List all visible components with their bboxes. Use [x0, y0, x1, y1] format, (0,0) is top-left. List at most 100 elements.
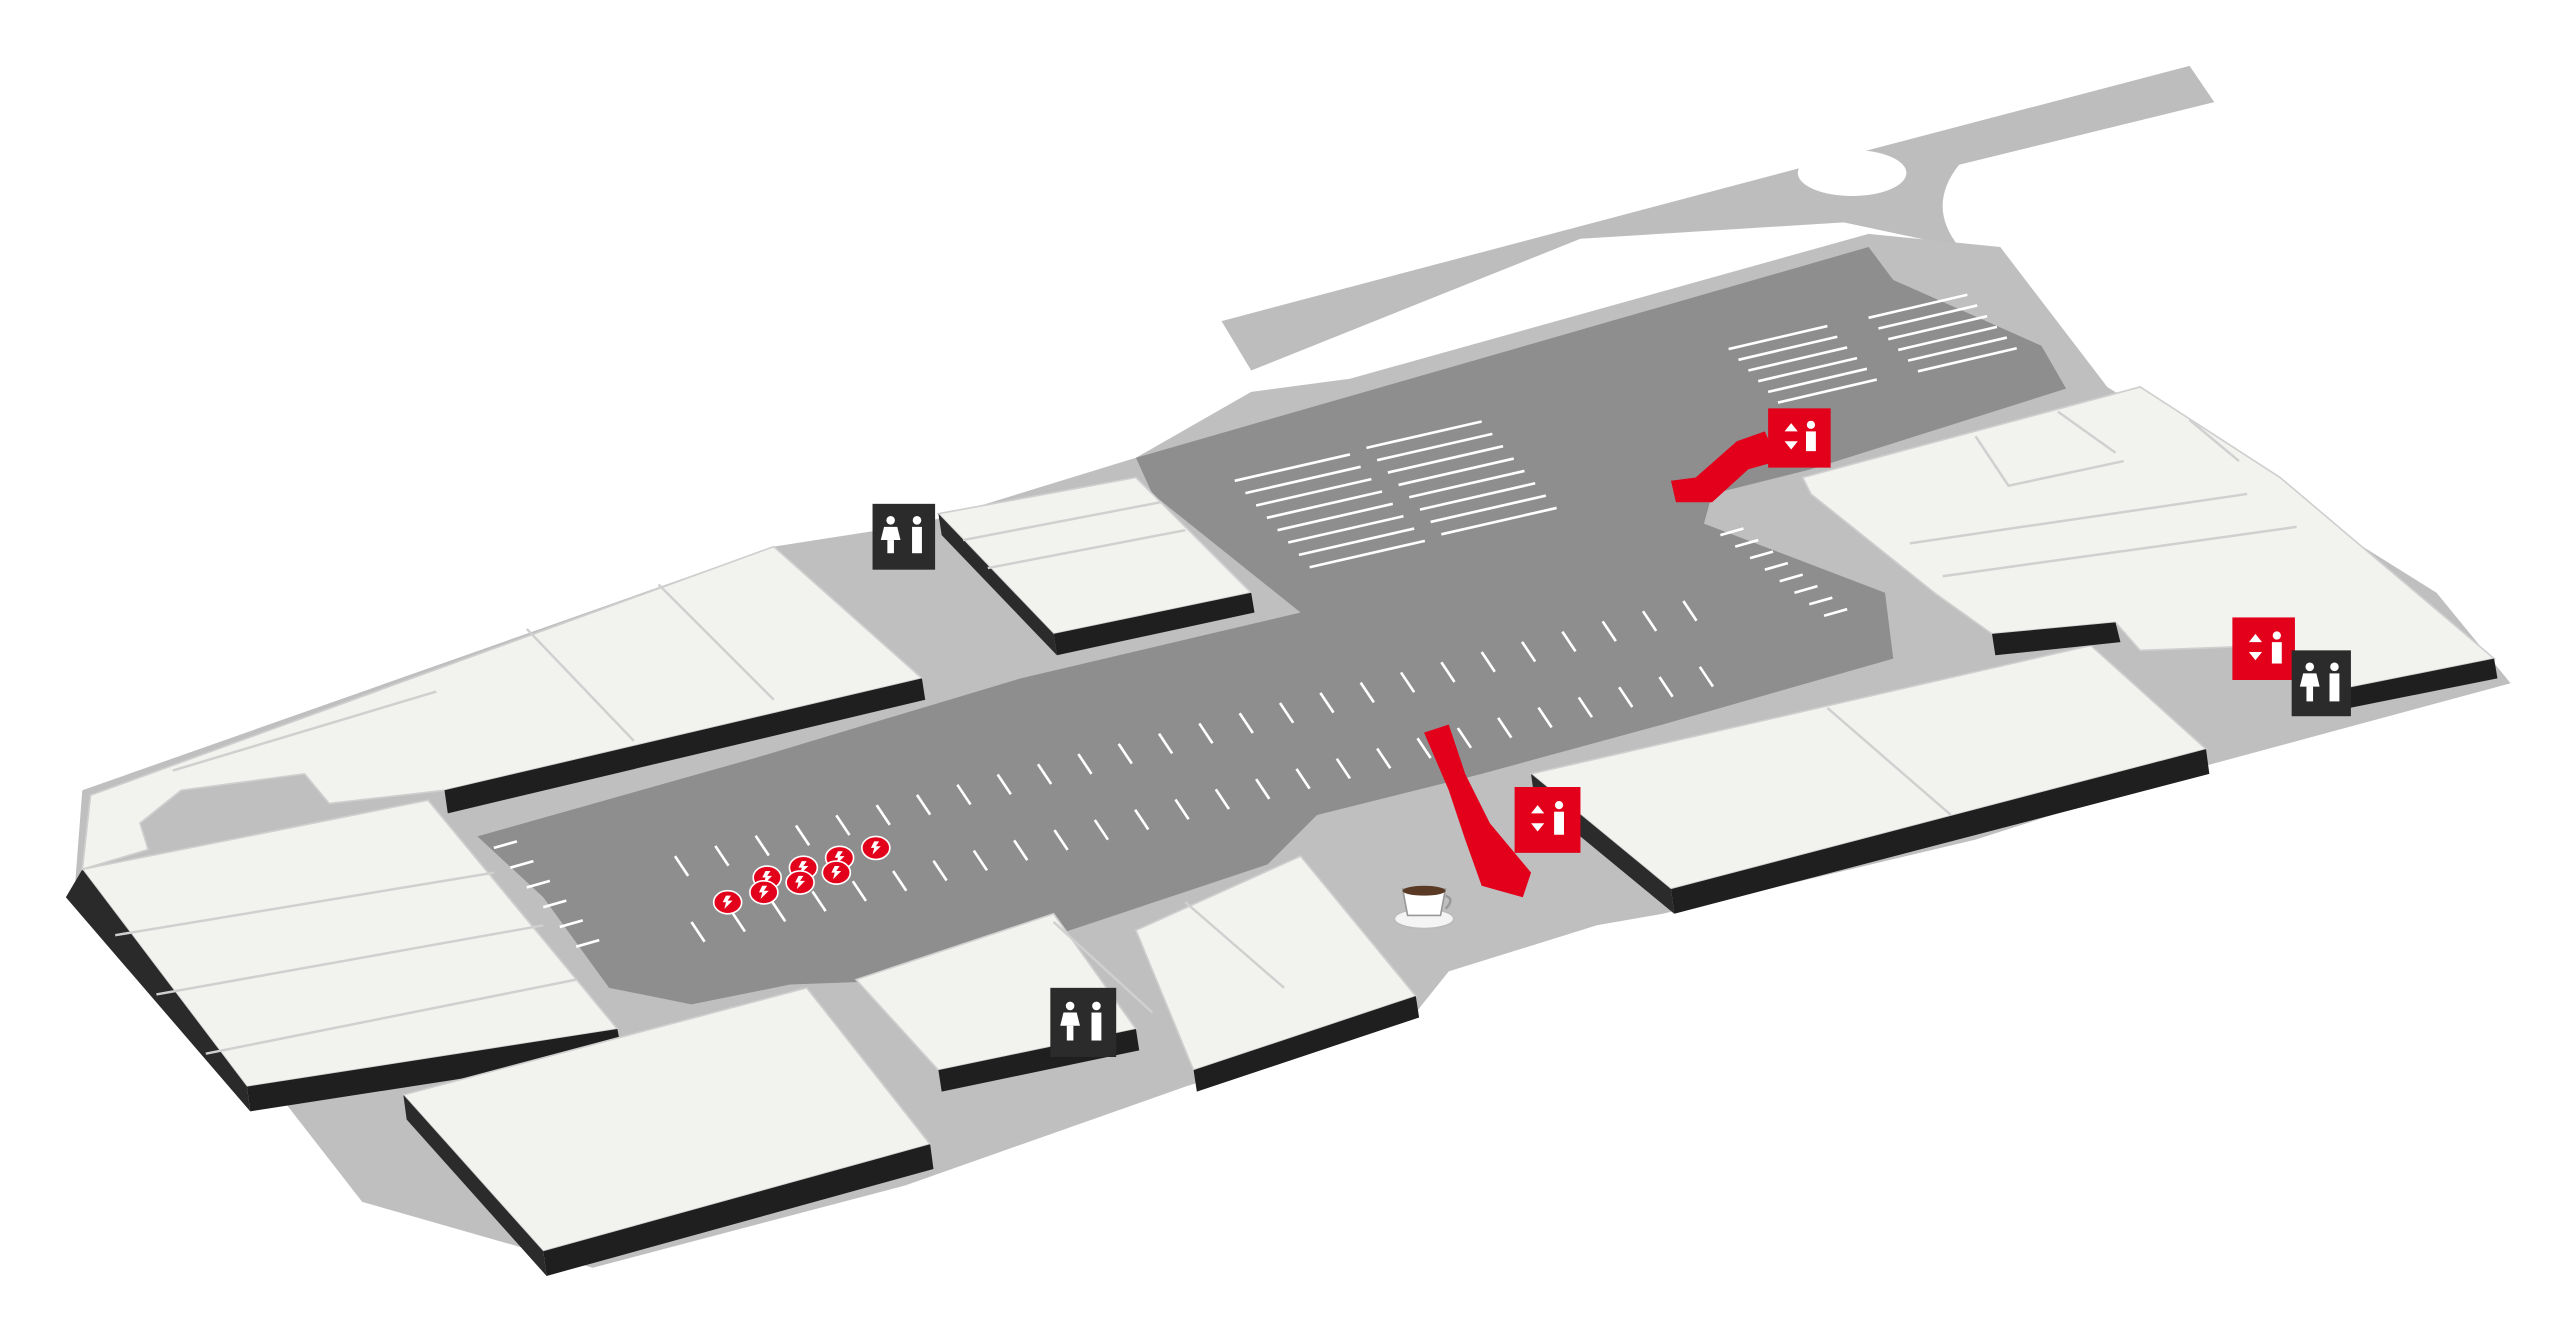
- parking-stall-line: [996, 773, 1012, 795]
- parking-stall-line: [1618, 686, 1634, 708]
- parking-stall-line: [1917, 346, 2018, 373]
- parking-stall-line: [1767, 367, 1868, 394]
- parking-stall-line: [771, 900, 787, 923]
- parking-stall-line: [1658, 676, 1674, 698]
- parking-stall-line: [1748, 346, 1848, 372]
- parking-stall-line: [1601, 620, 1617, 642]
- parking-stall-line: [1682, 600, 1698, 622]
- parking-stall-line: [1734, 538, 1759, 548]
- parking-stall-line: [1238, 712, 1254, 734]
- parking-stall-line: [1641, 610, 1658, 632]
- elevator-sign-east[interactable]: [2232, 617, 2295, 680]
- parking-stall-line: [1749, 550, 1774, 560]
- parking-stall-line: [526, 879, 551, 889]
- parking-stall-line: [1537, 706, 1553, 729]
- parking-stall-line: [1764, 561, 1789, 571]
- cafe-marker[interactable]: [1393, 885, 1455, 930]
- parking-stall-line: [542, 899, 567, 909]
- parking-stall-line: [1440, 661, 1456, 683]
- ev-charging-glyph: [795, 875, 806, 890]
- parking-stall-line: [1698, 666, 1715, 688]
- parking-stall-line: [1277, 502, 1394, 532]
- parking-stall-line: [1808, 596, 1833, 606]
- parking-stall-line: [754, 835, 770, 857]
- parking-stall-line: [1376, 747, 1392, 769]
- parking-stall-line: [1408, 469, 1525, 499]
- parking-stall-line: [1198, 722, 1214, 744]
- parking-stall-line: [1387, 444, 1504, 474]
- parking-stall-line: [1245, 465, 1361, 495]
- restroom-sign-east[interactable]: [2291, 650, 2351, 717]
- parking-stall-line: [1319, 692, 1335, 714]
- parking-stall-line: [1298, 527, 1415, 557]
- parking-stall-line: [1430, 494, 1547, 524]
- escalator-icon: [1424, 724, 1532, 898]
- parking-stall-line: [1214, 788, 1231, 810]
- parking-stall-line: [1416, 737, 1432, 759]
- parking-stall-line: [690, 921, 706, 943]
- parking-stall-line: [915, 794, 932, 816]
- parking-stall-line: [1728, 324, 1828, 351]
- parking-stall-line: [835, 814, 851, 836]
- parking-stall-line: [673, 855, 690, 877]
- parking-stall-line: [714, 845, 730, 867]
- parking-stall-line: [1720, 527, 1744, 537]
- parking-stall-line: [892, 870, 908, 892]
- parking-stall-line: [1157, 732, 1174, 755]
- parking-stall-line: [1359, 681, 1375, 704]
- parking-stall-line: [509, 859, 534, 869]
- parking-stall-line: [575, 938, 600, 948]
- escalator-south: [1424, 724, 1532, 898]
- elevator-sign-north-east[interactable]: [1768, 408, 1831, 468]
- parking-stall-line: [1013, 839, 1029, 861]
- parking-stall-line: [1278, 702, 1295, 724]
- restroom-sign-south[interactable]: [1050, 987, 1117, 1057]
- parking-stall-line: [1398, 457, 1515, 487]
- parking-stall-line: [1441, 506, 1557, 536]
- parking-stall-line: [559, 919, 584, 929]
- parking-stall-line: [1419, 481, 1536, 511]
- parking-stall-line: [1868, 293, 1968, 320]
- parking-stall-line: [1779, 573, 1804, 583]
- parking-stall-line: [1577, 696, 1594, 718]
- units-west: [65, 799, 623, 1112]
- parking-stall-line: [730, 911, 747, 933]
- restroom-icon: [2299, 662, 2340, 702]
- parking-stall-line: [1309, 539, 1426, 569]
- parking-stall-line: [1053, 829, 1069, 851]
- roundabout: [1797, 149, 1907, 196]
- escalator-icon: [1670, 431, 1779, 503]
- parking-stall-line: [1520, 641, 1537, 663]
- ev-charging-glyph: [870, 841, 881, 855]
- restroom-sign-north[interactable]: [872, 503, 936, 570]
- parking-stall-line: [1561, 630, 1577, 653]
- parking-stall-line: [956, 783, 972, 806]
- parking-stall-line: [1174, 798, 1190, 821]
- parking-stall-line: [851, 880, 868, 902]
- elevator-icon: [2248, 631, 2282, 664]
- ev-charging-glyph: [758, 885, 769, 899]
- parking-stall-line: [1757, 356, 1858, 383]
- unit-block-north: [936, 476, 1255, 656]
- escalator-north-east: [1670, 431, 1779, 503]
- parking-stall-line: [1497, 717, 1513, 739]
- parking-stall-line: [1376, 432, 1493, 462]
- parking-stall-line: [794, 824, 811, 847]
- parking-stall-line: [932, 860, 948, 882]
- parking-stall-line: [1093, 819, 1110, 841]
- elevator-sign-south[interactable]: [1514, 787, 1581, 853]
- parking-stall-line: [1888, 314, 1988, 341]
- access-road: [1221, 65, 2215, 371]
- parking-stall-line: [1878, 304, 1978, 330]
- units-north-west: [81, 545, 926, 871]
- parking-stall-line: [811, 890, 827, 912]
- parking-stall-line: [1399, 671, 1416, 693]
- parking-stall-line: [1823, 607, 1848, 618]
- parking-stall-line: [972, 849, 989, 872]
- parking-stall-line: [1907, 336, 2008, 362]
- parking-stall-line: [875, 804, 891, 826]
- parking-stall-line: [1295, 768, 1311, 790]
- restroom-icon: [1060, 1001, 1102, 1041]
